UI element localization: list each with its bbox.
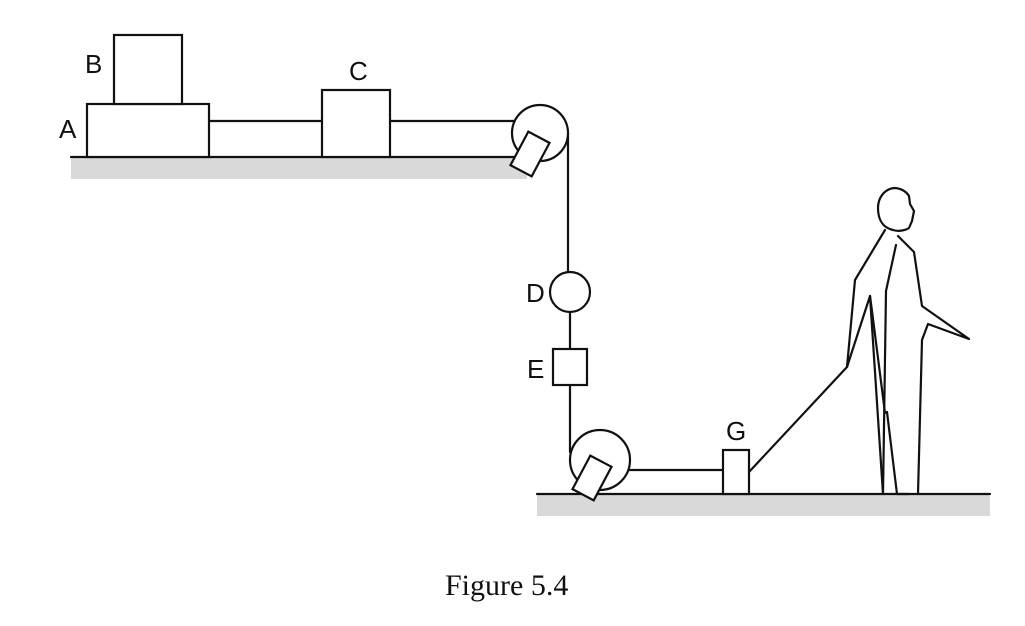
bottom-pulley-bracket [570, 454, 614, 502]
label-b: B [85, 49, 102, 79]
person-back-and-rear-leg [845, 228, 887, 496]
label-e: E [527, 354, 544, 384]
label-g: G [726, 416, 746, 446]
block-b [112, 33, 184, 106]
label-d: D [526, 278, 545, 308]
person-front-body-and-arm [896, 234, 971, 496]
figure-caption: Figure 5.4 [445, 569, 568, 602]
upper-surface [69, 155, 529, 179]
person-legs-detail [881, 243, 911, 496]
person-inner-leg-line [868, 294, 887, 415]
person-head [876, 186, 916, 232]
top-pulley [508, 103, 570, 178]
string-g-to-person-hand [747, 365, 849, 474]
block-a [85, 102, 211, 159]
lower-surface [535, 492, 992, 516]
label-a: A [59, 114, 77, 144]
bottom-pulley [568, 428, 632, 502]
block-g [721, 448, 751, 496]
block-c [320, 88, 392, 159]
lower-ground-band [537, 494, 990, 516]
label-c: C [349, 56, 368, 86]
person-figure [845, 186, 971, 496]
object-d [548, 270, 592, 314]
top-pulley-bracket [508, 130, 552, 178]
block-e [551, 347, 589, 387]
upper-ground-band [71, 157, 527, 179]
